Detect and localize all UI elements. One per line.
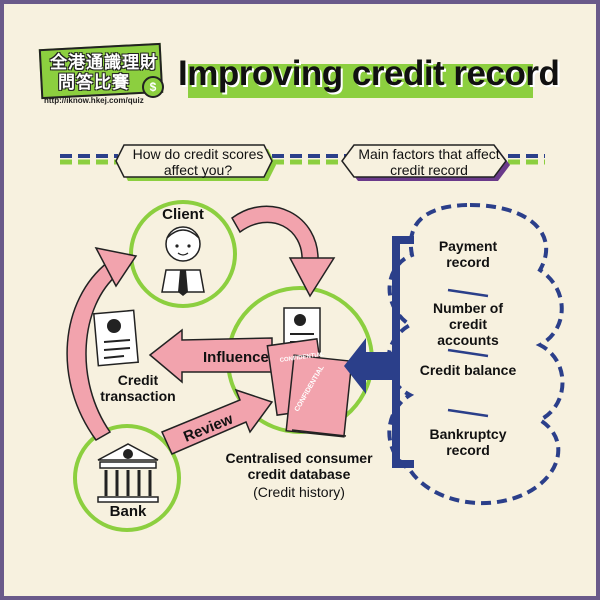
bank-circle bbox=[73, 424, 181, 532]
bank-building-icon bbox=[97, 443, 159, 503]
bank-label: Bank bbox=[109, 503, 147, 520]
factor-item: Bankruptcy record bbox=[429, 426, 507, 458]
database-sublabel: (Credit history) bbox=[253, 484, 345, 500]
client-figure-icon bbox=[161, 226, 205, 296]
database-label: Centralised consumer credit database bbox=[225, 450, 373, 482]
factors-dashed-outline bbox=[386, 202, 565, 506]
page-title-block: Improving credit record bbox=[178, 52, 560, 98]
logo-line-1: 全港通識理財 bbox=[50, 53, 158, 73]
subtitle-box-right bbox=[341, 144, 510, 181]
factor-divider bbox=[447, 348, 489, 358]
arrow-bank-to-client bbox=[66, 246, 138, 441]
client-label: Client bbox=[162, 206, 204, 223]
factors-to-database-arrow bbox=[344, 236, 414, 468]
factor-item: Credit balance bbox=[419, 362, 517, 378]
quiz-logo: 全港通識理財 問答比賽 $ http://iknow.hkej.com/quiz bbox=[38, 42, 164, 105]
header-dash-left bbox=[60, 154, 118, 165]
factor-divider bbox=[447, 408, 489, 418]
logo-url: http://iknow.hkej.com/quiz bbox=[44, 96, 144, 105]
influence-label: Influence bbox=[203, 349, 269, 366]
header-dash-right bbox=[508, 154, 545, 165]
review-arrow bbox=[160, 388, 274, 455]
subtitle-left: How do credit scores affect you? bbox=[132, 146, 264, 178]
title-highlight bbox=[188, 64, 533, 98]
factor-divider bbox=[447, 288, 489, 298]
factor-item: Payment record bbox=[438, 238, 498, 270]
credit-transaction-document-icon bbox=[92, 309, 140, 367]
logo-line-2: 問答比賽 bbox=[58, 73, 130, 93]
credit-transaction-label: Credit transaction bbox=[100, 372, 176, 404]
database-documents-icon bbox=[266, 307, 353, 438]
client-circle bbox=[129, 200, 237, 308]
dollar-coin-icon: $ bbox=[142, 76, 164, 98]
arrow-client-to-database bbox=[231, 205, 336, 298]
page-title: Improving credit record bbox=[178, 54, 560, 93]
subtitle-box-left bbox=[115, 144, 276, 181]
factor-item: Number of credit accounts bbox=[433, 300, 503, 348]
subtitle-right: Main factors that affect credit record bbox=[358, 146, 500, 178]
header-dash-mid bbox=[272, 154, 350, 165]
